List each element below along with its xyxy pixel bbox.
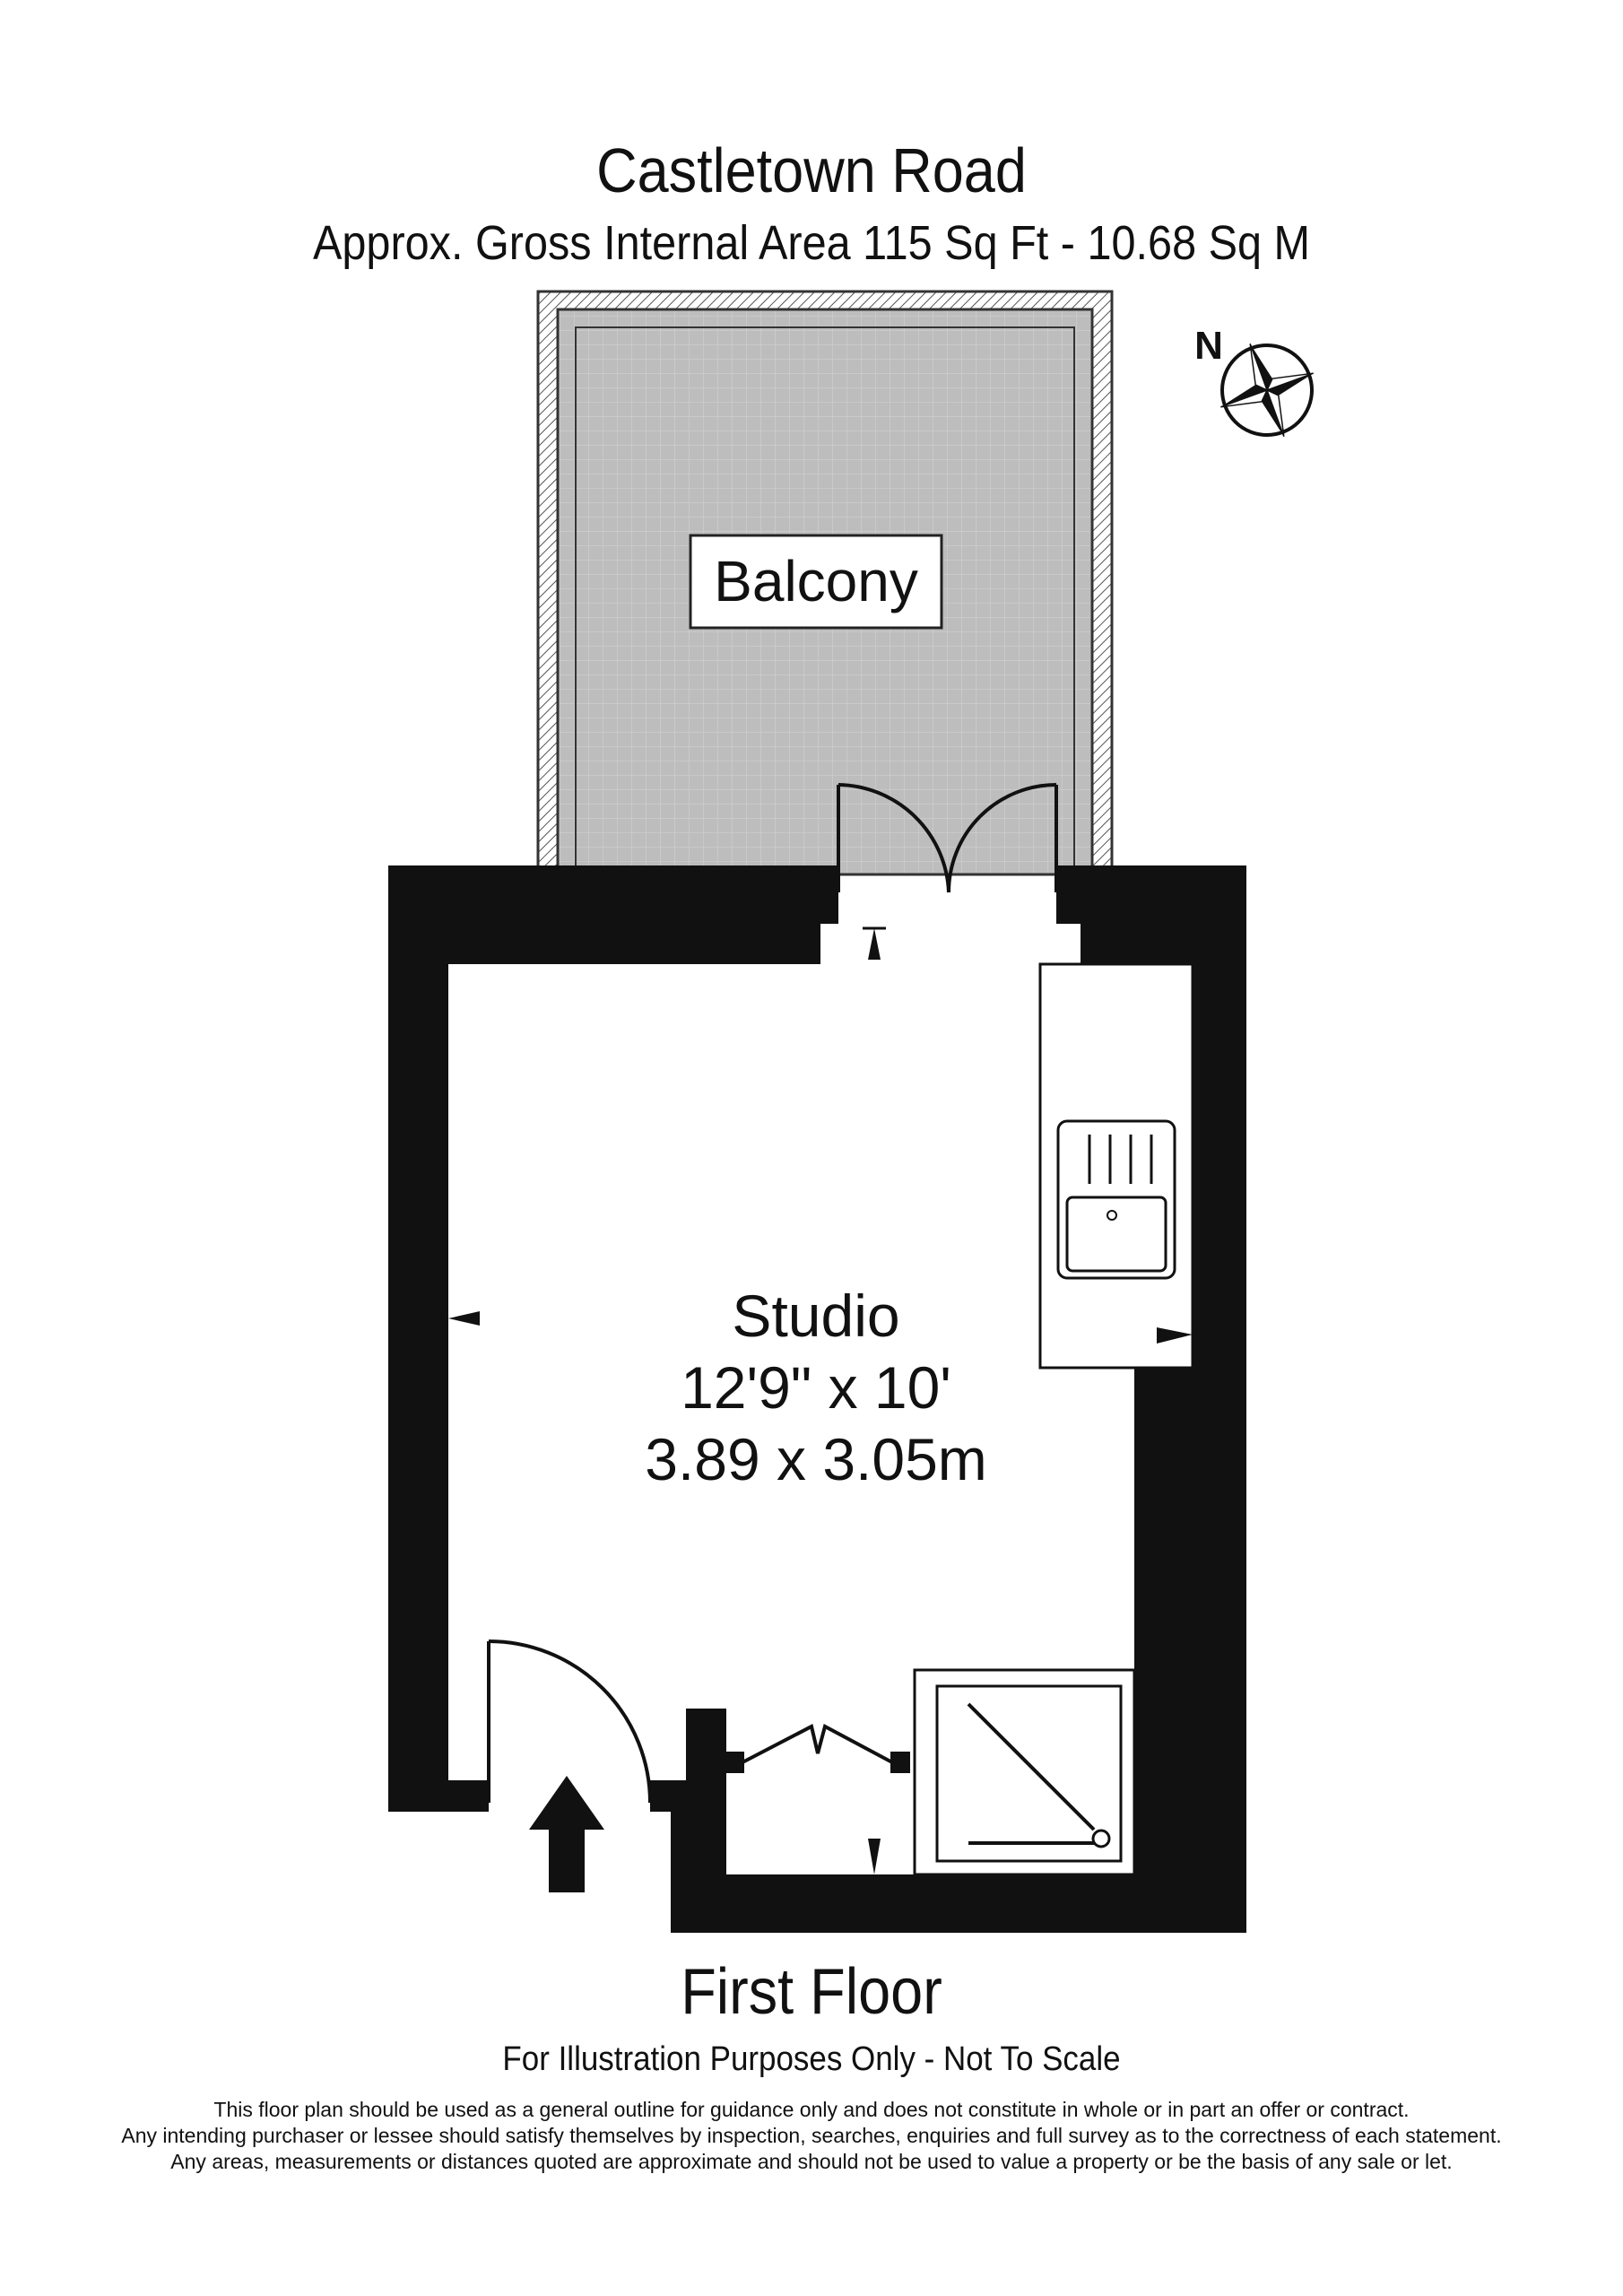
balcony-area: Balcony [536, 290, 1114, 876]
disclaimer: This floor plan should be used as a gene… [0, 2097, 1623, 2175]
ceiling-markers [448, 926, 1193, 1874]
balcony-double-door [837, 783, 1058, 893]
area-summary: Approx. Gross Internal Area 115 Sq Ft - … [312, 216, 1311, 270]
shower-tray-icon [913, 1668, 1136, 1876]
studio-name: Studio [732, 1283, 899, 1349]
balcony-label: Balcony [714, 549, 918, 613]
marker-left-icon [448, 1311, 480, 1326]
kitchen-counter [1038, 962, 1194, 1370]
balcony-label-box: Balcony [689, 534, 943, 630]
studio-dims-metric: 3.89 x 3.05m [645, 1426, 987, 1492]
marker-right-icon [1157, 1327, 1193, 1344]
illustration-note: For Illustration Purposes Only - Not To … [502, 2040, 1121, 2078]
floor-label: First Floor [681, 1956, 942, 2028]
entrance-arrow-icon [529, 1776, 604, 1892]
marker-top-icon [868, 928, 881, 960]
disclaimer-line: Any areas, measurements or distances quo… [170, 2150, 1453, 2173]
studio-walls [388, 865, 1246, 1933]
north-compass-icon: N [1194, 324, 1314, 437]
compass-north-label: N [1194, 324, 1223, 368]
plan-title: Castletown Road [596, 135, 1027, 205]
sink-icon [1056, 1119, 1176, 1280]
disclaimer-line: Any intending purchaser or lessee should… [121, 2124, 1502, 2147]
entrance-door [487, 1639, 652, 1804]
cupboard-bifold-door [725, 1724, 910, 1773]
disclaimer-line: This floor plan should be used as a gene… [213, 2098, 1410, 2121]
marker-bottom-icon [868, 1839, 881, 1874]
studio-dims-imperial: 12'9" x 10' [681, 1354, 951, 1421]
